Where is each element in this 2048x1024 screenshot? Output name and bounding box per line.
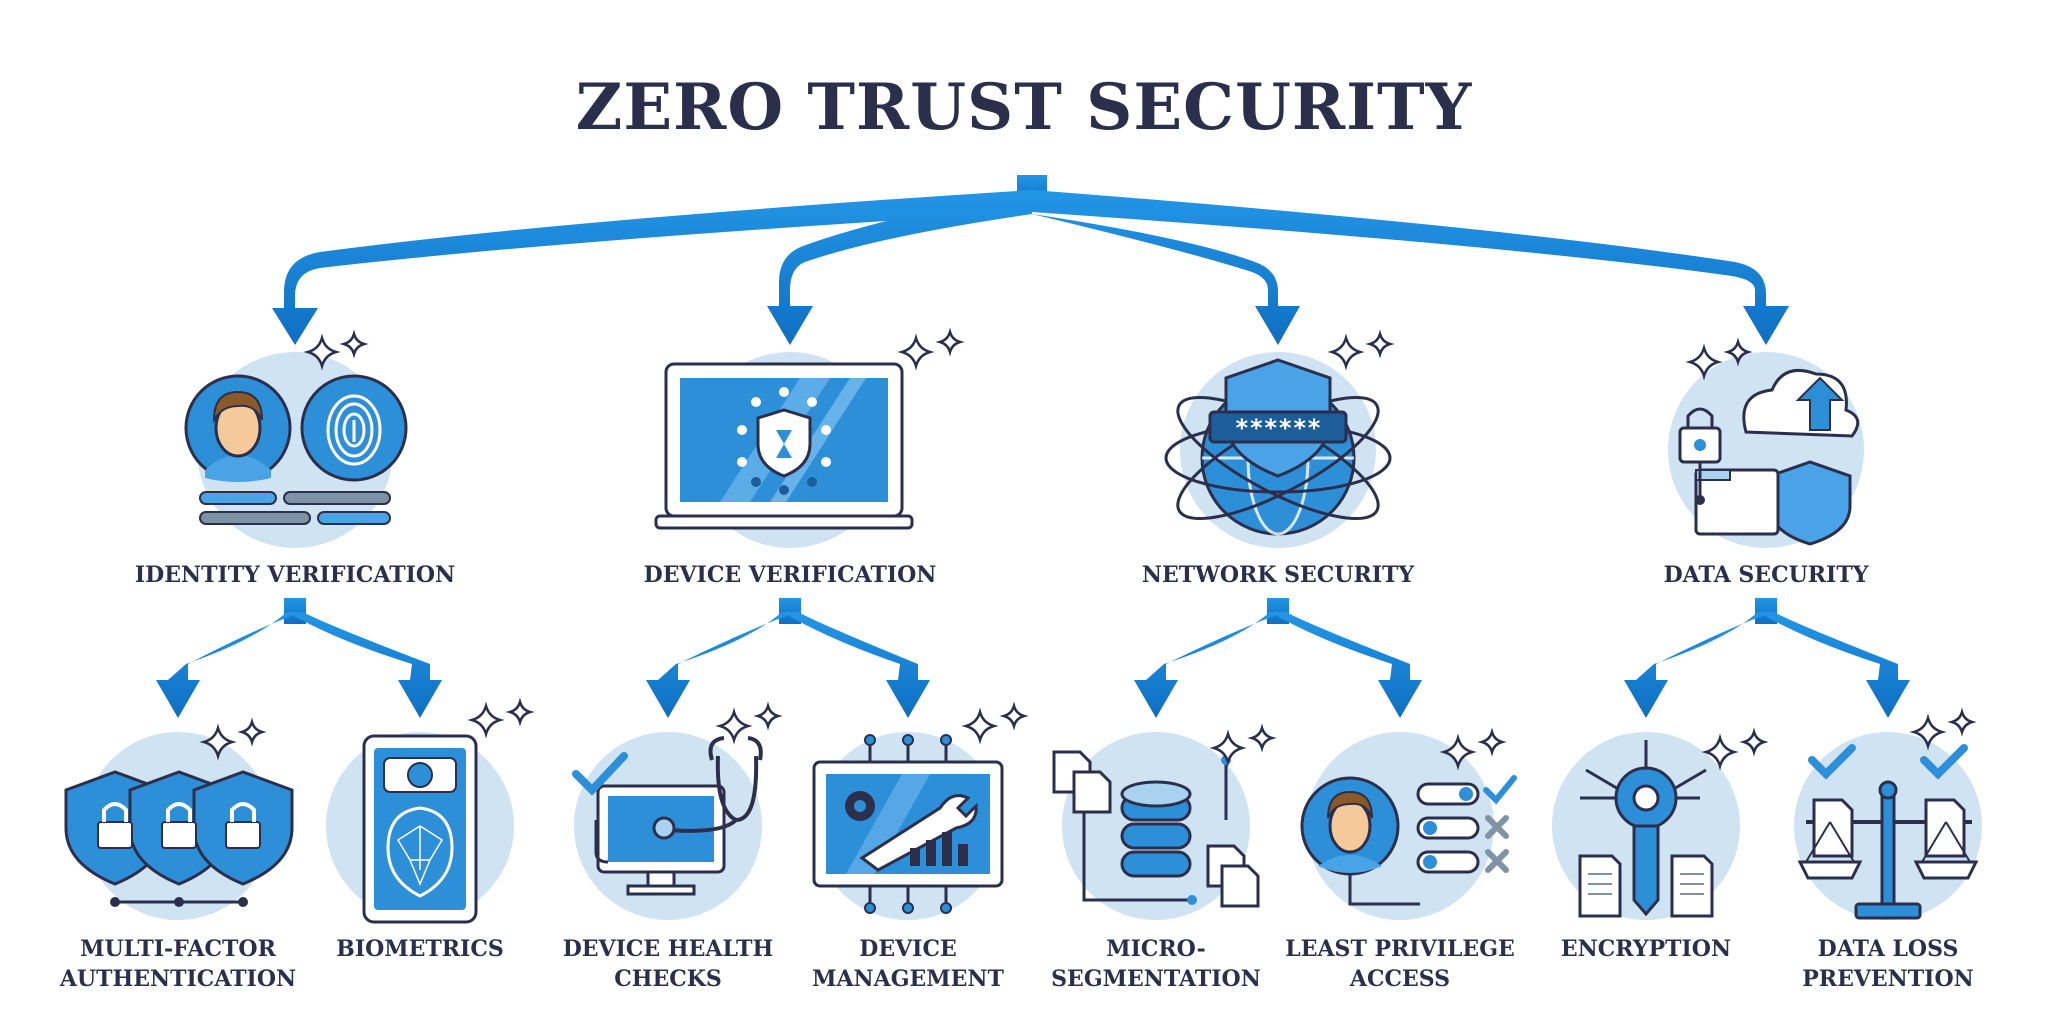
sparkle-icon — [753, 701, 783, 731]
subcategory-label-line2: SEGMENTATION — [1051, 966, 1261, 992]
split-arrow-1-2 — [287, 612, 442, 718]
subcategory-label-line2: MANAGEMENT — [812, 966, 1004, 992]
subcategory-label-3-2: LEAST PRIVILEGE ACCESS — [1270, 934, 1530, 994]
sparkles-decoration — [199, 327, 1977, 771]
sparkle-icon — [237, 717, 267, 747]
split-arrow-4-1 — [1624, 612, 1774, 718]
sparkle-icon — [935, 327, 965, 357]
sparkle-icon — [1327, 333, 1365, 371]
sparkle-icon — [1909, 713, 1947, 751]
top-connector-arrows — [272, 175, 1789, 345]
sparkle-icon — [1247, 723, 1277, 753]
sparkle-icon — [199, 723, 237, 761]
sparkle-icon — [1723, 337, 1753, 367]
split-arrow-4-2 — [1758, 612, 1910, 718]
sparkle-icon — [303, 333, 341, 371]
sparkle-icon — [1685, 343, 1723, 381]
identity-icon — [184, 352, 408, 548]
cloud-folder-lock-icon — [1668, 352, 1864, 548]
sparkle-icon — [1209, 729, 1247, 767]
subcategory-label-1-2: BIOMETRICS — [290, 934, 550, 964]
scale-documents-icon — [1794, 732, 1982, 920]
category-label-3: NETWORK SECURITY — [1141, 562, 1415, 588]
sparkle-icon — [1477, 727, 1507, 757]
sparkle-icon — [505, 697, 535, 727]
subcategory-label-4-1: ENCRYPTION — [1516, 934, 1776, 964]
subcategory-label-4-2: DATA LOSS PREVENTION — [1758, 934, 2018, 994]
subcategory-label-line1: LEAST PRIVILEGE — [1285, 936, 1515, 962]
subcategory-label-1-1: MULTI-FACTOR AUTHENTICATION — [48, 934, 308, 994]
arrow-to-device — [767, 190, 1032, 345]
stethoscope-monitor-icon — [572, 732, 763, 920]
split-arrows — [156, 598, 1910, 718]
sparkle-icon — [1701, 733, 1739, 771]
subcategory-label-line2: ACCESS — [1349, 966, 1451, 992]
sparkle-icon — [1439, 733, 1477, 771]
shields-lock-icon — [64, 732, 294, 920]
laptop-shield-icon — [654, 352, 914, 548]
split-arrow-2-2 — [782, 612, 930, 718]
sparkle-icon — [1947, 707, 1977, 737]
arrow-to-identity — [272, 190, 1032, 345]
diagram-title: ZERO TRUST SECURITY — [575, 70, 1473, 145]
subcategory-label-line1: MICRO- — [1106, 936, 1206, 962]
subcategory-label-line1: MULTI-FACTOR — [80, 936, 276, 962]
subcategory-label-line1: ENCRYPTION — [1560, 936, 1732, 962]
subcategory-label-line1: DEVICE — [859, 936, 957, 962]
wrench-chip-icon — [812, 732, 1004, 920]
split-arrow-1-1 — [156, 612, 303, 718]
arrow-to-network — [1032, 190, 1300, 345]
split-arrow-3-1 — [1134, 612, 1286, 718]
sparkle-icon — [715, 707, 753, 745]
face-scan-phone-icon — [326, 732, 514, 924]
split-arrow-2-1 — [646, 612, 798, 718]
subcategory-label-line2: PREVENTION — [1802, 966, 1974, 992]
subcategory-label-line1: DATA LOSS — [1817, 936, 1959, 962]
password-mask: ****** — [1235, 414, 1322, 442]
arrow-to-data — [1032, 190, 1789, 345]
subcategory-label-line1: BIOMETRICS — [336, 936, 504, 962]
category-label-1: IDENTITY VERIFICATION — [134, 562, 456, 588]
subcategory-label-2-1: DEVICE HEALTH CHECKS — [538, 934, 798, 994]
sparkle-icon — [1365, 329, 1395, 359]
sparkle-icon — [467, 701, 505, 739]
category-label-2: DEVICE VERIFICATION — [643, 562, 937, 588]
subcategory-label-2-2: DEVICE MANAGEMENT — [778, 934, 1038, 994]
sparkle-icon — [897, 333, 935, 371]
key-documents-icon — [1552, 732, 1740, 920]
user-permissions-icon — [1300, 732, 1517, 920]
sparkle-icon — [339, 329, 369, 359]
split-arrow-3-2 — [1270, 612, 1422, 718]
subcategory-label-line2: CHECKS — [614, 966, 722, 992]
subcategory-label-line2: AUTHENTICATION — [59, 966, 297, 992]
subcategory-label-line1: DEVICE HEALTH — [562, 936, 774, 962]
category-label-4: DATA SECURITY — [1663, 562, 1869, 588]
globe-shield-password-icon: ****** — [1164, 352, 1392, 548]
database-segments-icon — [1052, 732, 1260, 920]
sparkle-icon — [961, 707, 999, 745]
sparkle-icon — [999, 701, 1029, 731]
subcategory-label-3-1: MICRO- SEGMENTATION — [1026, 934, 1286, 994]
sparkle-icon — [1739, 727, 1769, 757]
